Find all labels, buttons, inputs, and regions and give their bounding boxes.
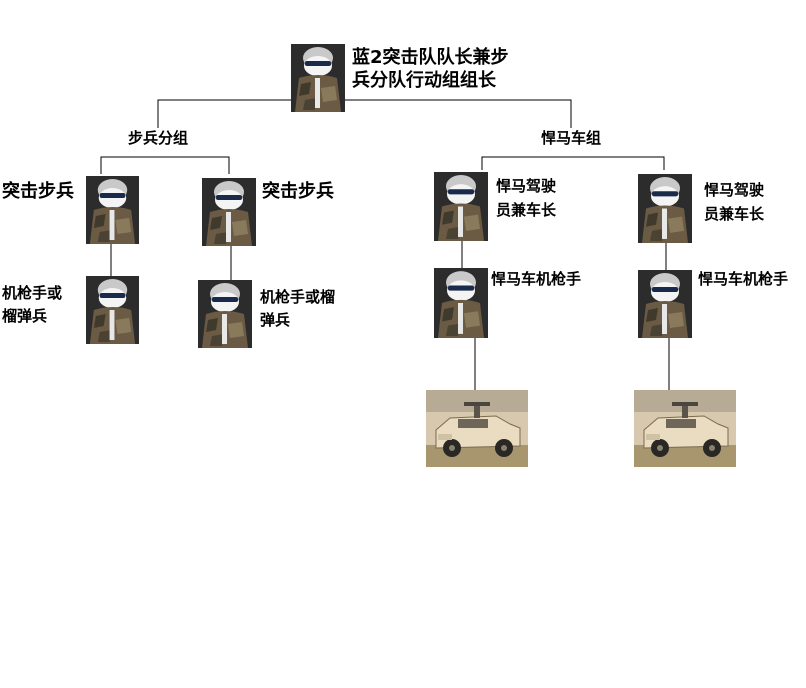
- connector-root-split: [157, 99, 572, 128]
- assault-right-label: 突击步兵: [262, 181, 334, 202]
- soldier-avatar-icon: [86, 176, 139, 244]
- driver-right-label-line2: 员兼车长: [704, 205, 765, 223]
- humvee-left: [426, 390, 528, 467]
- connector-humvee-split: [481, 156, 665, 170]
- driver-left-label-line1: 悍马驾驶: [496, 177, 557, 195]
- avatar-gunner-right: [198, 280, 252, 348]
- soldier-avatar-icon: [638, 270, 692, 338]
- humvee-icon: [634, 390, 736, 467]
- avatar-humvee-gunner-right: [638, 270, 692, 338]
- avatar-driver-left: [434, 172, 488, 241]
- gunner-right-label-line1: 机枪手或榴: [260, 288, 336, 306]
- avatar-assault-right: [202, 178, 256, 246]
- group-infantry-label: 步兵分组: [128, 129, 189, 147]
- driver-left-label-line2: 员兼车长: [496, 201, 557, 219]
- soldier-avatar-icon: [434, 172, 488, 241]
- humvee-right: [634, 390, 736, 467]
- driver-left-label: 悍马驾驶 员兼车长: [496, 174, 556, 222]
- gunner-left-label-line1: 机枪手或: [2, 284, 63, 302]
- humvee-icon: [426, 390, 528, 467]
- gunner-left-label-line2: 榴弹兵: [2, 306, 48, 325]
- root-label: 蓝2突击队队长兼步 兵分队行动组组长: [352, 46, 509, 93]
- soldier-avatar-icon: [434, 268, 488, 338]
- soldier-avatar-icon: [291, 44, 345, 112]
- humvee-gunner-right-label: 悍马车机枪手: [698, 270, 789, 288]
- gunner-left-label: 机枪手或 榴弹兵: [2, 282, 62, 327]
- root-label-line2: 兵分队行动组组长: [352, 70, 496, 92]
- soldier-avatar-icon: [202, 178, 256, 246]
- gunner-right-label-line2: 弹兵: [260, 310, 291, 329]
- connector-infantry-split: [100, 156, 230, 174]
- avatar-root: [291, 44, 345, 112]
- driver-right-label: 悍马驾驶 员兼车长: [704, 178, 764, 226]
- root-label-line1: 蓝2突击队队长兼步: [352, 47, 509, 68]
- driver-right-label-line1: 悍马驾驶: [704, 181, 765, 199]
- soldier-avatar-icon: [198, 280, 252, 348]
- avatar-gunner-left: [86, 276, 139, 344]
- assault-left-label: 突击步兵: [2, 181, 74, 202]
- gunner-right-label: 机枪手或榴 弹兵: [260, 286, 335, 331]
- avatar-assault-left: [86, 176, 139, 244]
- avatar-humvee-gunner-left: [434, 268, 488, 338]
- avatar-driver-right: [638, 174, 692, 243]
- humvee-gunner-left-label: 悍马车机枪手: [491, 270, 582, 288]
- soldier-avatar-icon: [86, 276, 139, 344]
- group-humvee-label: 悍马车组: [541, 129, 602, 147]
- soldier-avatar-icon: [638, 174, 692, 243]
